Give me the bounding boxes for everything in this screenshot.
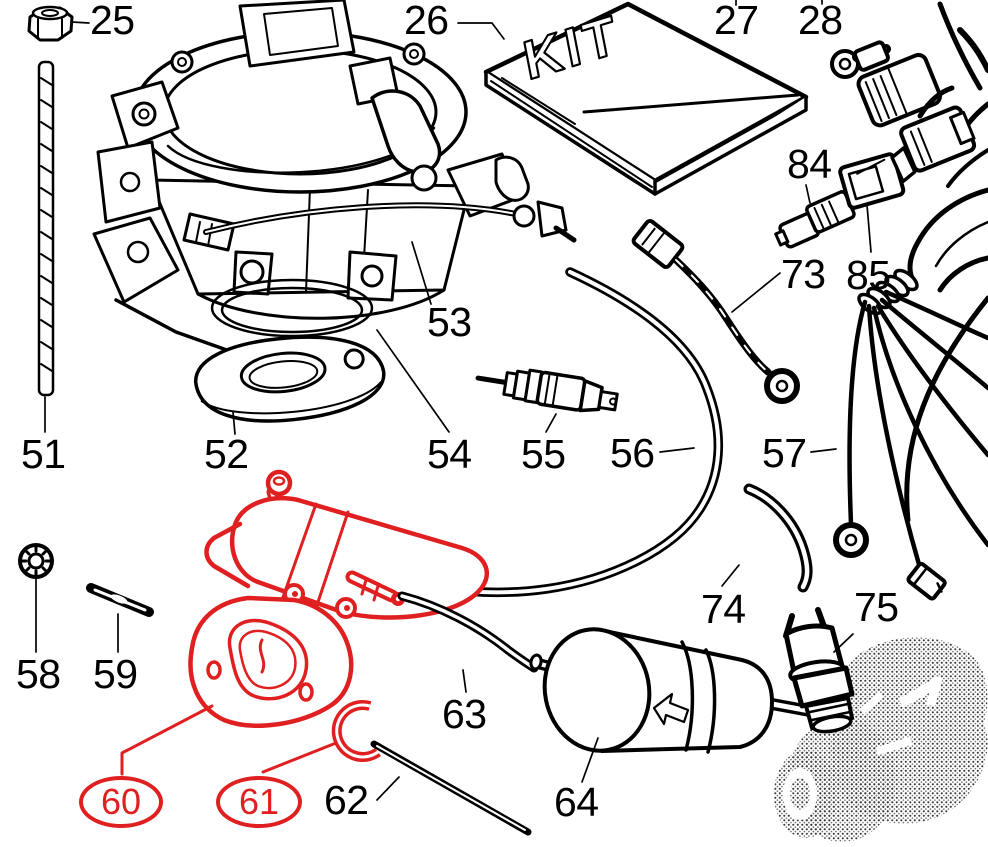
leader-lines <box>35 0 872 801</box>
part-label-52[interactable]: 52 <box>204 431 249 477</box>
part-label-85[interactable]: 85 <box>846 252 891 298</box>
hose-74-drawing <box>743 483 813 593</box>
push-nut-58-drawing <box>18 543 54 579</box>
rod-62-drawing <box>370 740 532 836</box>
part-label-25[interactable]: 25 <box>90 0 135 43</box>
part-label-61-highlighted[interactable]: 61 <box>216 776 302 828</box>
part-label-59[interactable]: 59 <box>93 651 138 697</box>
part-label-61-text: 61 <box>238 781 280 822</box>
part-label-84[interactable]: 84 <box>787 141 832 187</box>
hose-56-drawing <box>429 267 724 598</box>
part-label-73[interactable]: 73 <box>781 251 826 297</box>
sensor-55-drawing <box>475 368 619 413</box>
part-label-58[interactable]: 58 <box>16 651 61 697</box>
connector-84-drawing <box>774 190 856 249</box>
pin-59-drawing <box>86 583 154 617</box>
part-label-60-text: 60 <box>100 781 142 822</box>
engine-context-illustration <box>774 637 988 842</box>
connectors-27-28-drawing <box>830 27 988 173</box>
part-label-57[interactable]: 57 <box>762 430 807 476</box>
clip-61-drawing <box>261 699 381 774</box>
part-label-64[interactable]: 64 <box>554 779 599 825</box>
fuel-filter-64-drawing <box>529 627 837 754</box>
part-label-53[interactable]: 53 <box>427 299 472 345</box>
part-label-62[interactable]: 62 <box>324 777 369 823</box>
part-label-60-highlighted[interactable]: 60 <box>79 776 163 828</box>
part-label-55[interactable]: 55 <box>521 431 566 477</box>
part-label-56[interactable]: 56 <box>610 430 655 476</box>
threaded-rod-51-drawing <box>37 60 55 397</box>
fuel-pump-60-drawing <box>120 469 489 776</box>
part-label-28[interactable]: 28 <box>798 0 843 43</box>
part-label-74[interactable]: 74 <box>701 586 746 632</box>
wire-73-drawing <box>631 219 800 404</box>
carburetor-drawing <box>92 0 577 362</box>
hose-63-drawing <box>397 591 539 673</box>
wiring-harness-57-drawing <box>833 1 988 601</box>
part-label-26[interactable]: 26 <box>404 0 449 43</box>
connector-85-drawing <box>838 146 917 210</box>
spacer-54-drawing <box>193 335 386 423</box>
part-label-27[interactable]: 27 <box>714 0 759 43</box>
part-label-54[interactable]: 54 <box>427 431 472 477</box>
part-label-51[interactable]: 51 <box>21 431 66 477</box>
nut-25-drawing <box>27 5 74 42</box>
part-label-63[interactable]: 63 <box>442 691 487 737</box>
part-label-75[interactable]: 75 <box>854 584 899 630</box>
sensor-75-drawing <box>783 607 855 734</box>
